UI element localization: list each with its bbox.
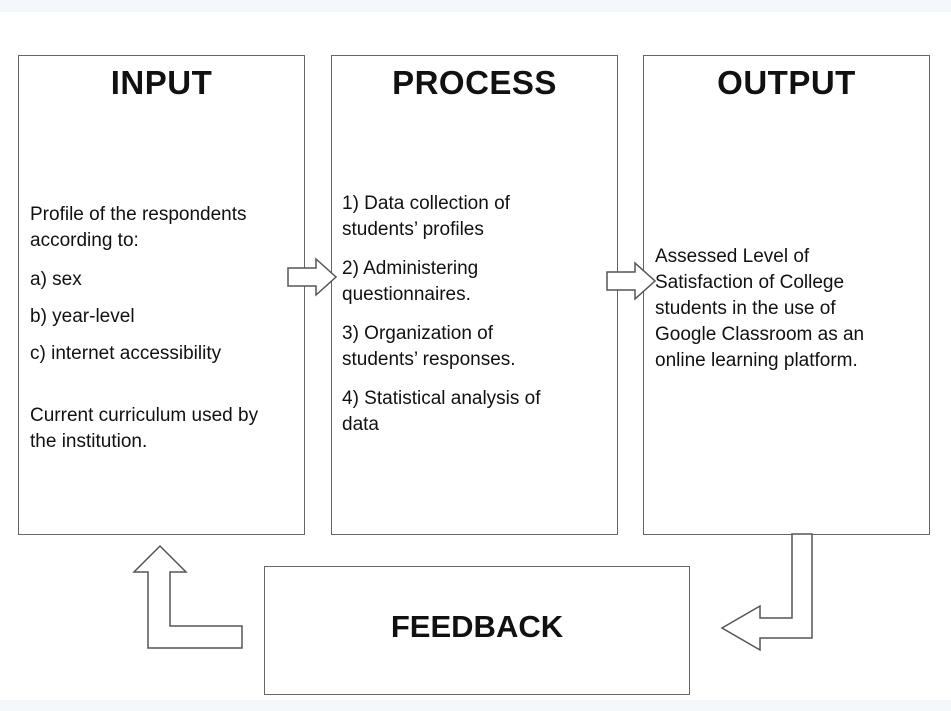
process-step-line: students’ responses.	[342, 349, 516, 370]
input-to-process-arrow	[287, 257, 338, 297]
output-line: students in the use of	[655, 298, 836, 319]
process-step-line: 1) Data collection of	[342, 193, 510, 214]
feedback-box: FEEDBACK	[264, 566, 690, 695]
input-box: INPUT Profile of the respondents accordi…	[18, 55, 305, 535]
output-line: online learning platform.	[655, 350, 858, 371]
process-to-output-arrow	[606, 261, 657, 301]
curriculum-line-1: Current curriculum used by	[30, 405, 259, 426]
process-step-line: 2) Administering	[342, 258, 479, 279]
process-step-line: 3) Organization of	[342, 323, 494, 344]
output-line: Satisfaction of College	[655, 272, 845, 293]
input-title: INPUT	[110, 64, 213, 101]
profile-intro-line-1: Profile of the respondents	[30, 204, 247, 225]
output-line: Google Classroom as an	[655, 324, 865, 345]
process-step-line: 4) Statistical analysis of	[342, 388, 541, 409]
output-to-feedback-arrow	[720, 533, 813, 652]
process-step: 3) Organization of students’ responses.	[342, 321, 541, 373]
process-step: 4) Statistical analysis of data	[342, 386, 541, 438]
output-box: OUTPUT Assessed Level of Satisfaction of…	[643, 55, 930, 535]
process-box: PROCESS 1) Data collection of students’ …	[331, 55, 618, 535]
feedback-title: FEEDBACK	[390, 609, 564, 644]
process-title: PROCESS	[392, 64, 557, 101]
process-steps: 1) Data collection of students’ profiles…	[342, 191, 541, 438]
process-step: 1) Data collection of students’ profiles	[342, 191, 541, 243]
output-title: OUTPUT	[717, 64, 856, 101]
profile-intro-line-2: according to:	[30, 230, 139, 251]
input-item-internet: c) internet accessibility	[30, 343, 222, 364]
curriculum-line-2: the institution.	[30, 431, 148, 452]
output-line: Assessed Level of	[655, 246, 810, 267]
input-item-year-level: b) year-level	[30, 306, 135, 327]
diagram-canvas: INPUT Profile of the respondents accordi…	[0, 12, 951, 700]
input-item-sex: a) sex	[30, 269, 82, 290]
input-content: Profile of the respondents according to:…	[30, 202, 258, 455]
feedback-to-input-arrow	[132, 544, 243, 649]
process-step-line: data	[342, 414, 379, 435]
process-step-line: questionnaires.	[342, 284, 471, 305]
output-content: Assessed Level of Satisfaction of Colleg…	[655, 244, 864, 374]
process-step: 2) Administering questionnaires.	[342, 256, 541, 308]
process-step-line: students’ profiles	[342, 219, 484, 240]
